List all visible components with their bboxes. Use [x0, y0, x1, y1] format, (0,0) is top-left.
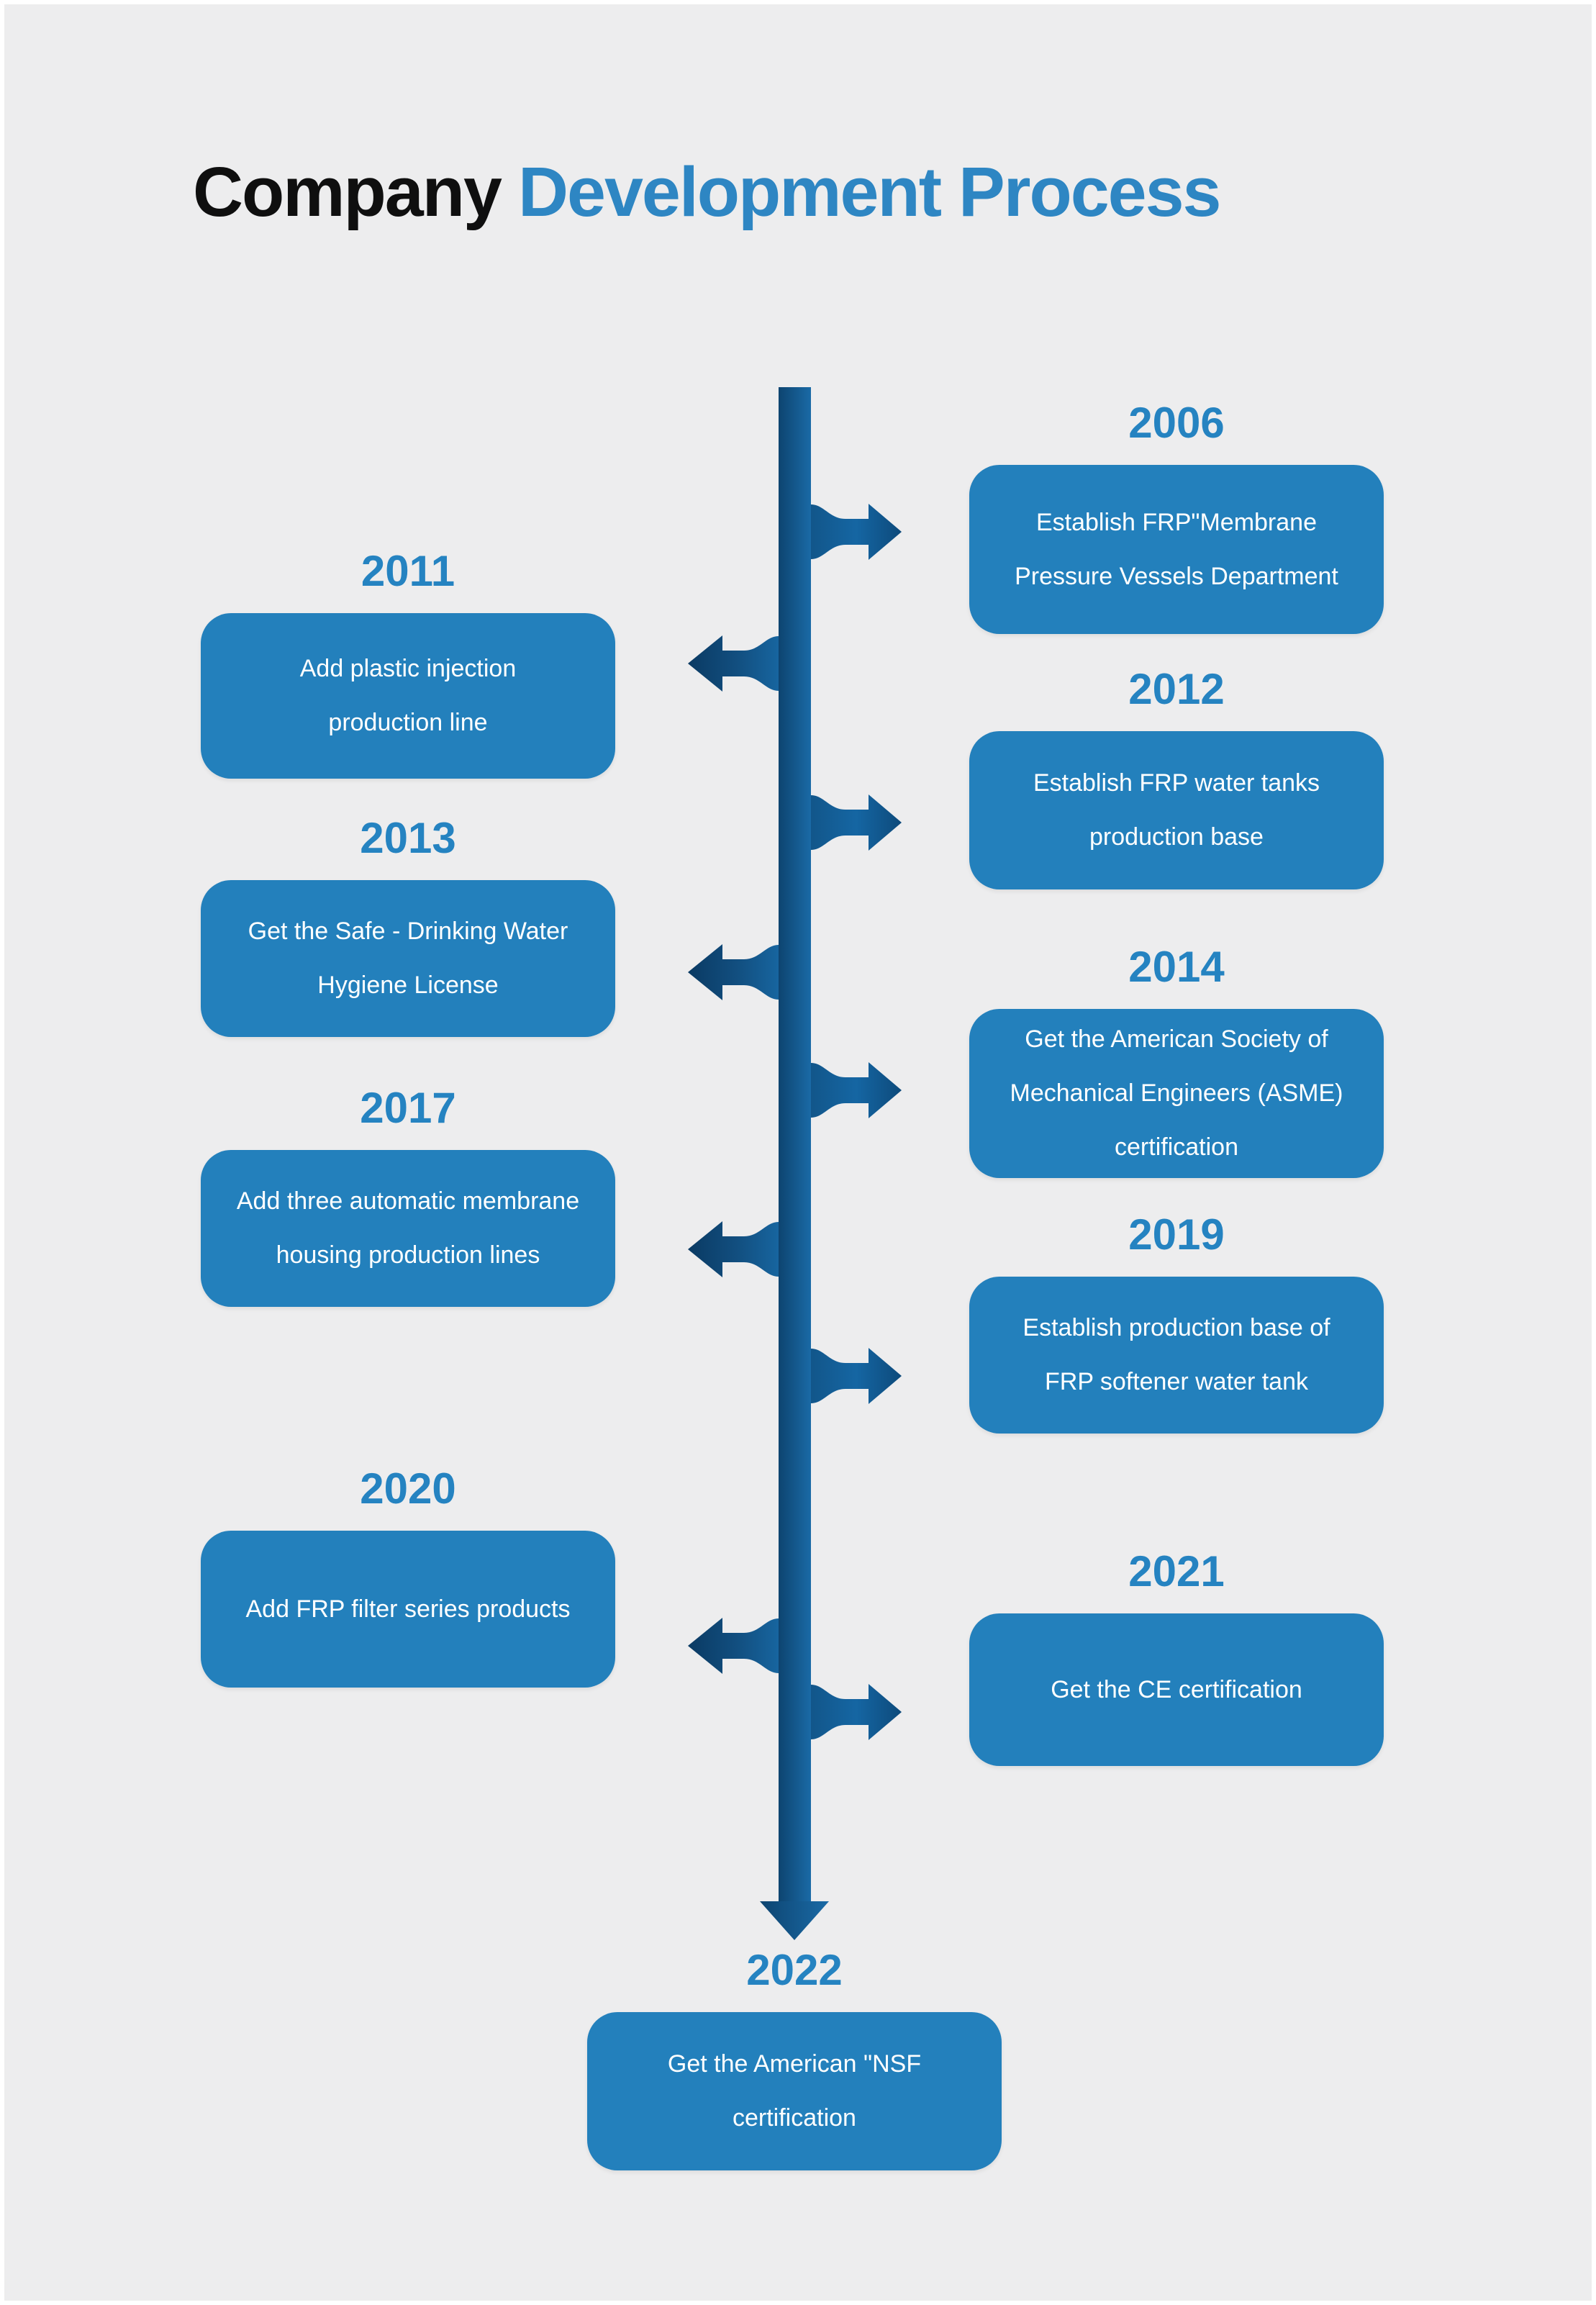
page-title-highlight: Development Process [517, 153, 1222, 231]
milestone-text-2020: Add FRP filter series products [245, 1595, 571, 1623]
milestone-year-2021: 2021 [1128, 1547, 1225, 1595]
milestone-year-2020: 2020 [360, 1464, 456, 1513]
branch-arrow-right-icon [811, 794, 902, 851]
milestone-year-2019: 2019 [1128, 1210, 1225, 1259]
milestone-year-2012: 2012 [1128, 665, 1225, 713]
milestone-year-2013: 2013 [360, 814, 456, 862]
branch-arrow-right-icon [811, 1684, 902, 1740]
milestone-year-2011: 2011 [361, 547, 455, 595]
branch-arrow-right-icon [811, 1062, 902, 1118]
milestone-text-2021: Get the CE certification [1051, 1675, 1302, 1703]
milestone-box-2020: Add FRP filter series products [201, 1531, 615, 1688]
branch-arrow-left-icon [688, 1618, 779, 1674]
page-title-prefix: Company [193, 153, 502, 231]
branch-arrow-right-icon [811, 504, 902, 560]
milestone-year-2006: 2006 [1128, 399, 1225, 447]
branch-arrow-left-icon [688, 944, 779, 1000]
milestone-year-2017: 2017 [360, 1084, 456, 1132]
timeline-arrow-icon [760, 1901, 829, 1940]
milestone-year-2022: 2022 [746, 1946, 843, 1994]
branch-arrow-left-icon [688, 1221, 779, 1277]
milestone-year-2014: 2014 [1128, 943, 1225, 991]
branch-arrow-left-icon [688, 635, 779, 692]
milestone-box-2021: Get the CE certification [969, 1613, 1384, 1766]
branch-arrow-right-icon [811, 1348, 902, 1404]
timeline-trunk [779, 387, 811, 1904]
